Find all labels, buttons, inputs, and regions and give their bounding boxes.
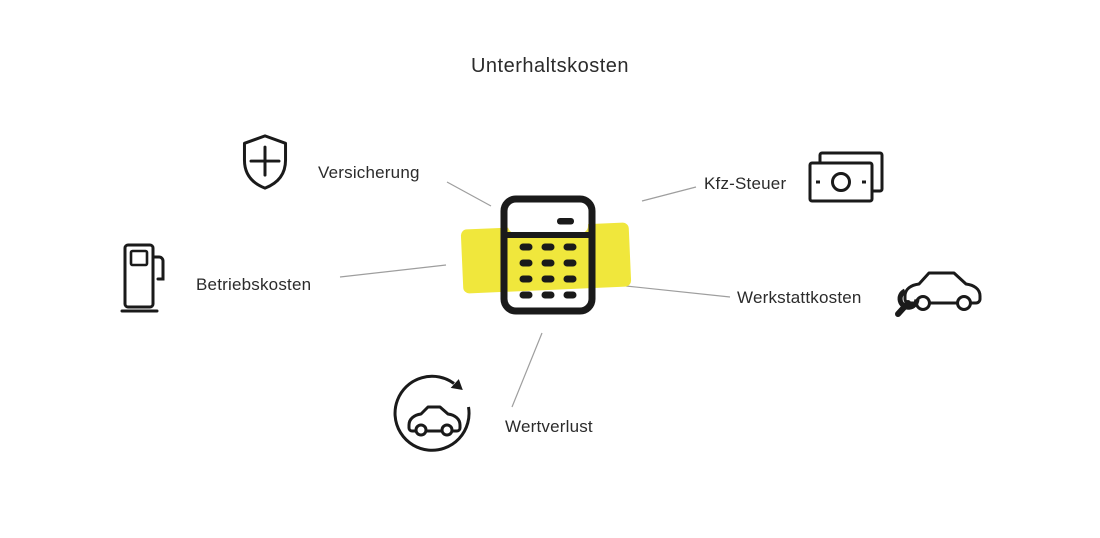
- node-label-werkstattkosten: Werkstattkosten: [737, 288, 862, 307]
- connector-line: [446, 181, 492, 207]
- node-label-kfz-steuer: Kfz-Steuer: [704, 174, 787, 193]
- car-wrench-icon: [892, 252, 988, 320]
- connector-line: [641, 186, 697, 202]
- connector-line: [511, 332, 543, 408]
- calculator-icon: [498, 194, 598, 316]
- connector-line: [625, 285, 731, 298]
- node-label-betriebskosten: Betriebskosten: [196, 275, 312, 294]
- banknotes-icon: [806, 149, 886, 207]
- node-label-wertverlust: Wertverlust: [505, 417, 593, 436]
- fuel-pump-icon: [117, 237, 171, 317]
- car-refresh-icon: [385, 366, 481, 458]
- shield-plus-icon: [237, 131, 293, 193]
- connector-line: [339, 264, 447, 278]
- node-label-versicherung: Versicherung: [318, 163, 420, 182]
- page-title: Unterhaltskosten: [470, 55, 630, 77]
